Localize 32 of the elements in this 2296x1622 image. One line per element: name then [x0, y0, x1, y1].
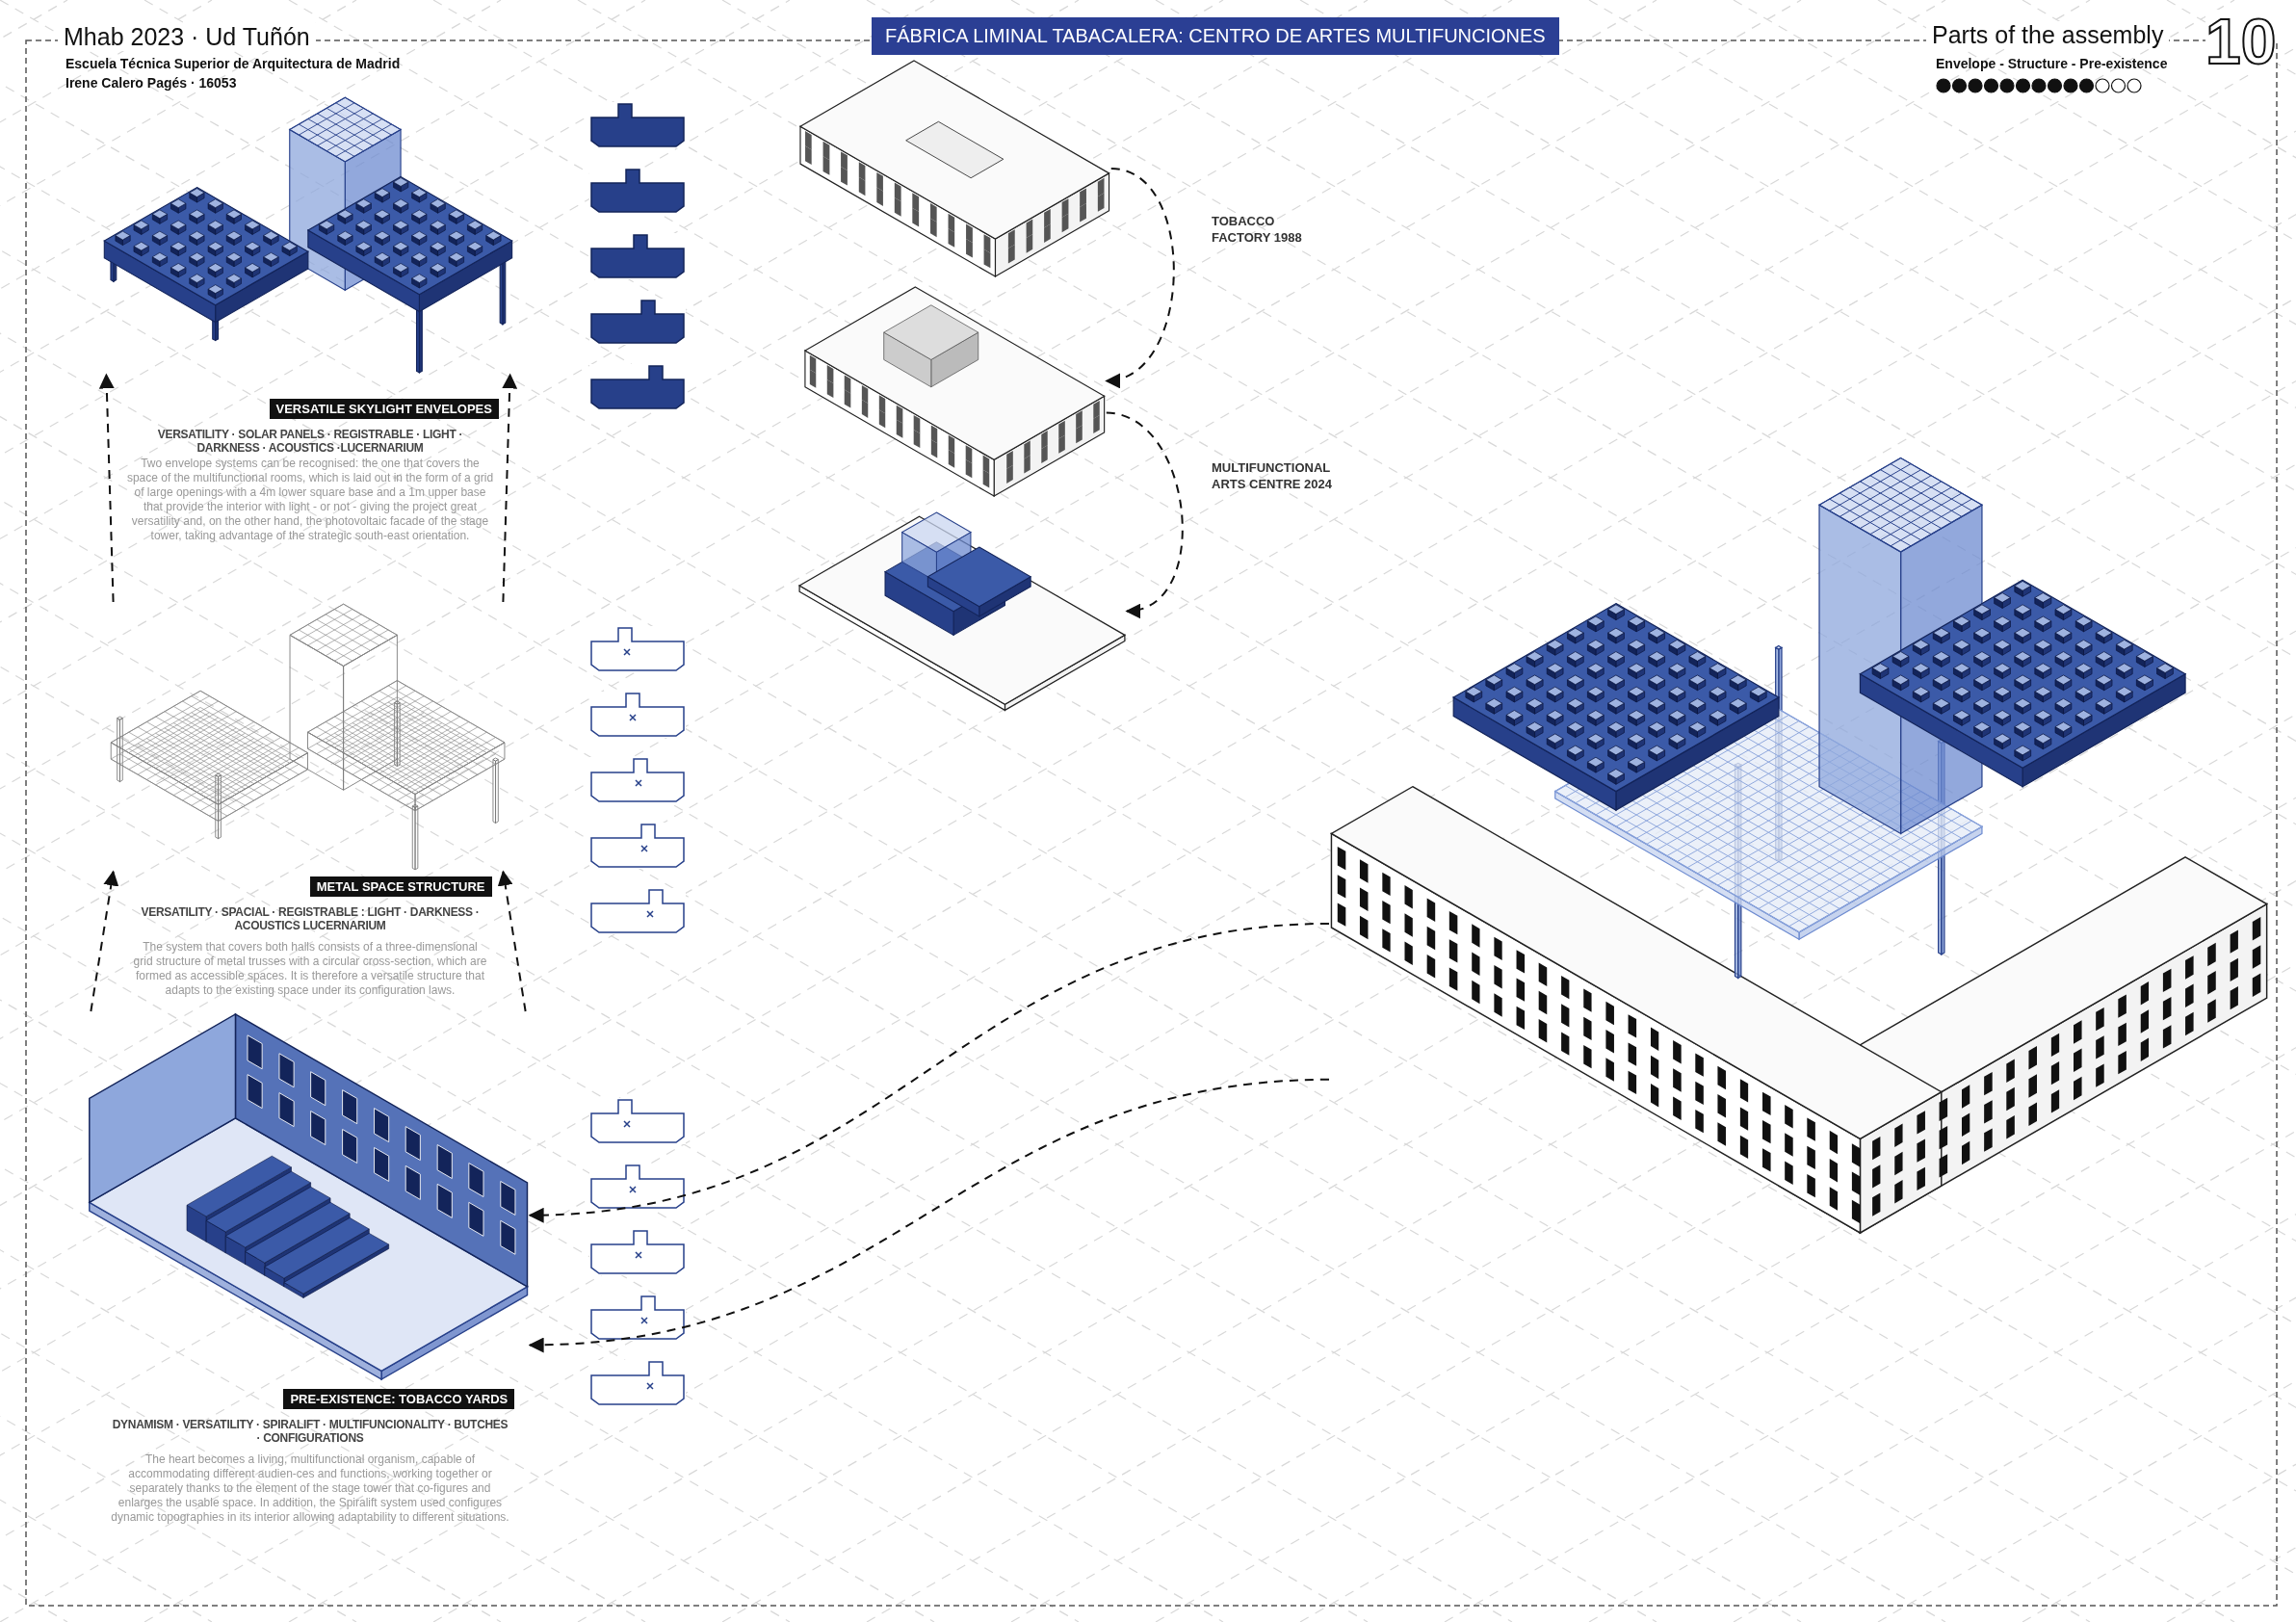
stage-label: MULTIFUNCTIONAL ARTS CENTRE 2024: [1212, 460, 1333, 493]
arrow: [502, 373, 518, 603]
description-text: The system that covers both halls consists of a three-dimensional grid structure of metal trusses with a circular cross-section, which are formed as accessible spaces. It is therefore a versatile structure that adapts to the existing space under its configuration laws.: [132, 940, 488, 998]
keyword-line: VERSATILITY · SPACIAL · REGISTRABLE : LIGHT · DARKNESS · ACOUSTICS LUCERNARIUM: [140, 905, 481, 932]
arts-centre-drawing: [797, 510, 1127, 713]
structure-drawing: [109, 602, 508, 872]
factory-drawing: [798, 59, 1111, 278]
keyword-line: VERSATILITY · SOLAR PANELS · REGISTRABLE · LIGHT · DARKNESS · ACOUSTICS ·LUCERNARIUM: [156, 428, 464, 455]
title-banner: FÁBRICA LIMINAL TABACALERA: CENTRO DE ARTES MULTIFUNCIONES: [872, 17, 1559, 55]
sheet-subheading: Envelope - Structure - Pre-existence: [1936, 56, 2168, 71]
courtyard-drawing: [86, 1011, 531, 1382]
arrow: [528, 1078, 1330, 1352]
section-heading: METAL SPACE STRUCTURE: [309, 876, 492, 897]
section-heading: VERSATILE SKYLIGHT ENVELOPES: [269, 399, 499, 419]
project-heading: Mhab 2023 · Ud Tuñón: [58, 23, 316, 51]
arrow: [1105, 168, 1175, 386]
section-heading: PRE-EXISTENCE: TOBACCO YARDS: [283, 1389, 515, 1409]
arrow: [98, 373, 115, 603]
author-name: Irene Calero Pagés · 16053: [65, 75, 237, 91]
keyword-line: DYNAMISM · VERSATILITY · SPIRALIFT · MULTIFUNCIONALITY · BUTCHES · CONFIGURATIONS: [111, 1418, 509, 1445]
sheet-heading: Parts of the assembly: [1926, 21, 2170, 49]
envelope-drawing: [102, 95, 514, 375]
arrow: [497, 870, 527, 1012]
school-name: Escuela Técnica Superior de Arquitectura de Madrid: [65, 56, 401, 71]
description-text: The heart becomes a living, multifunctional organism, capable of accommodating different audien-ces and functions, working together or separately thanks to the element of the stage tower that co-figures and enlarges the usable space. In addition, the Spiralift system used configures dynamic topographies in its interior allowing adaptability to different situations.: [110, 1452, 510, 1525]
sheet-number: 10: [2205, 10, 2277, 73]
stage-label: TOBACCO FACTORY 1988: [1212, 214, 1303, 247]
arrow: [90, 870, 119, 1012]
description-text: Two envelope systems can be recognised: the one that covers the space of the multifunctional rooms, which is laid out in the form of a grid of large openings with a 4m lower square base and a 1m upper base that provide the interior with light - or not - giving the project great versatility and, on the other hand, the photovoltaic facade of the stage tower, taking advantage of the strategic south-east orientation.: [125, 457, 495, 543]
transition-drawing: [803, 285, 1107, 498]
arrow: [1105, 411, 1184, 616]
arrow: [528, 922, 1330, 1222]
